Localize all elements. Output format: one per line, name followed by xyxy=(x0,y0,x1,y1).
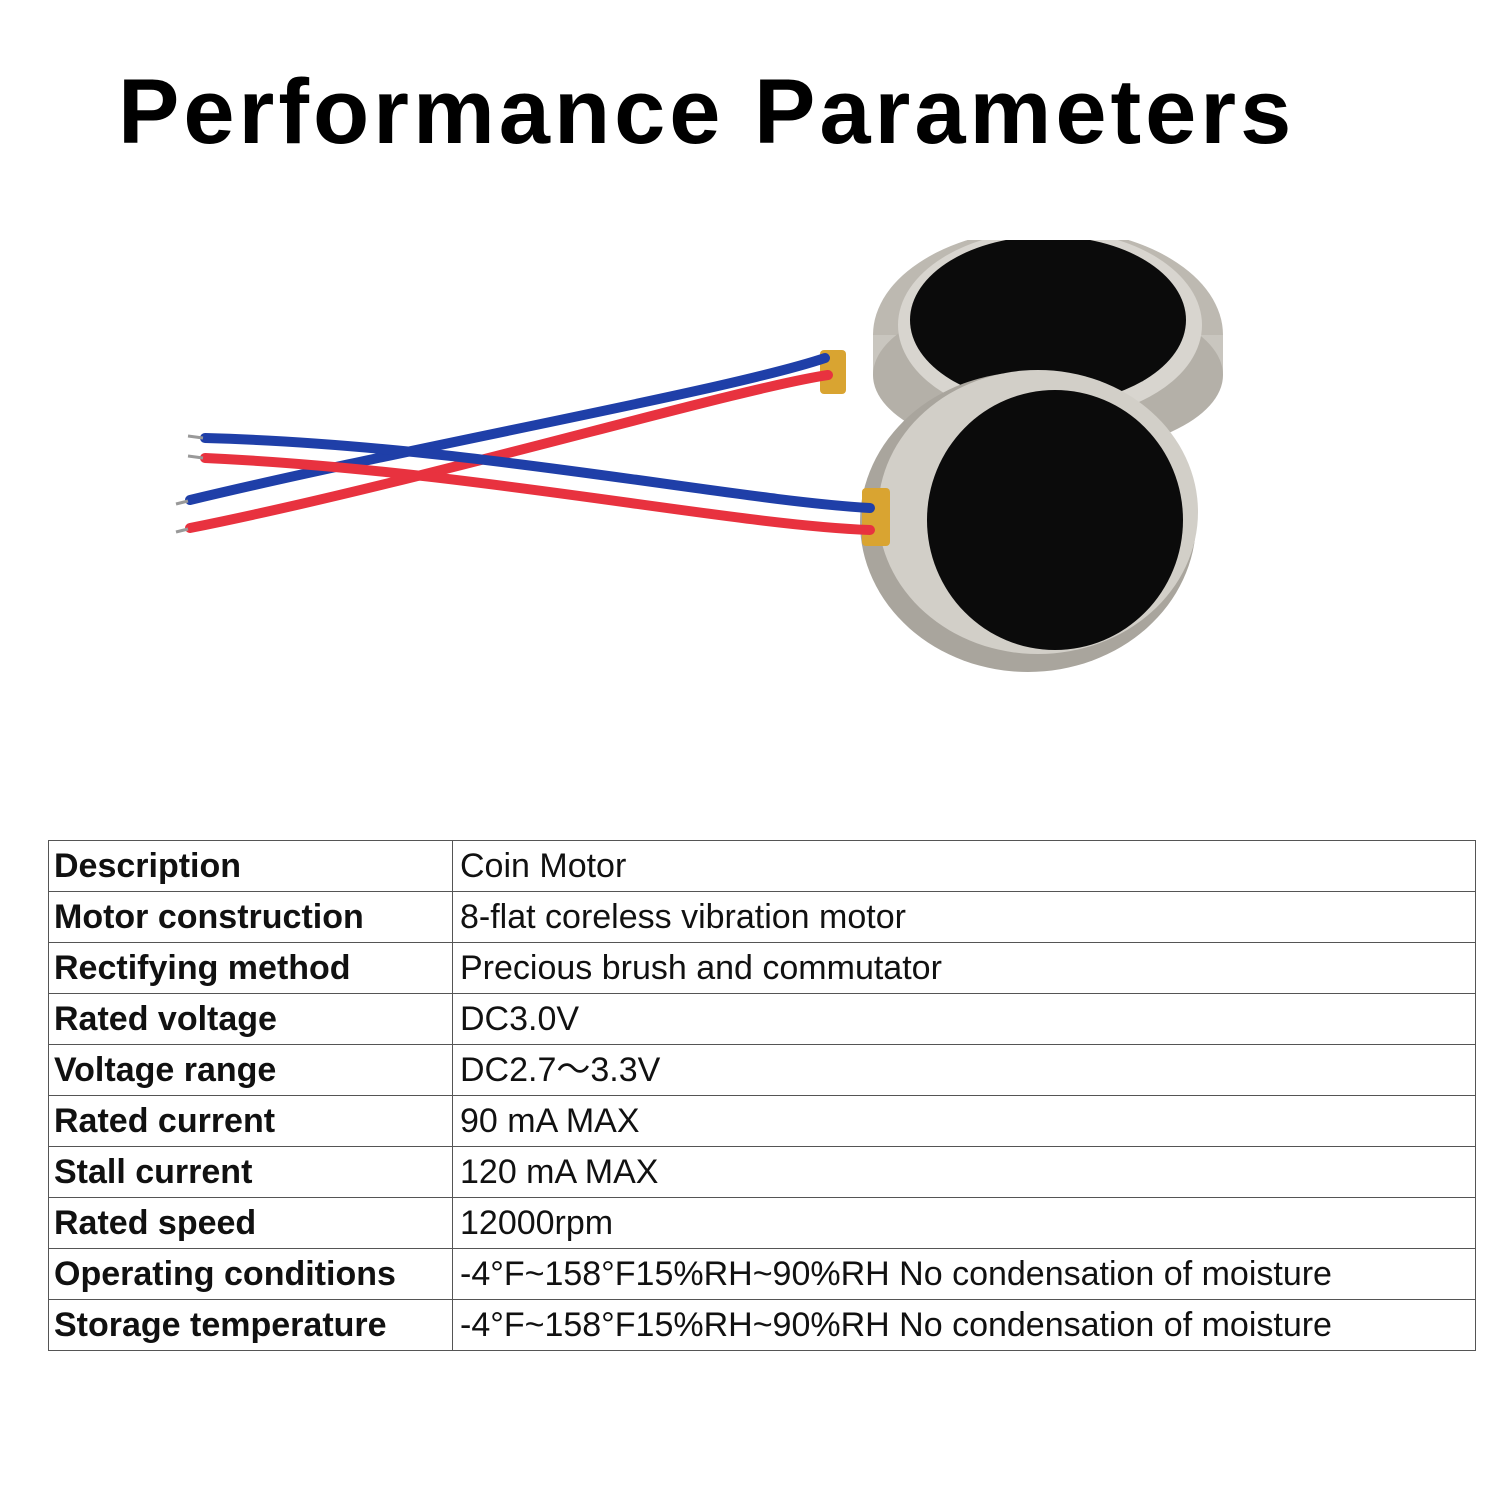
wire-blue-lower xyxy=(200,433,875,513)
table-row: Storage temperature -4°F~158°F15%RH~90%R… xyxy=(48,1299,1476,1351)
row-label: Operating conditions xyxy=(48,1248,453,1300)
row-value: 120 mA MAX xyxy=(452,1146,1476,1198)
row-label: Storage temperature xyxy=(48,1299,453,1351)
wire-red-upper xyxy=(185,370,833,533)
row-label: Rated speed xyxy=(48,1197,453,1249)
row-value: 90 mA MAX xyxy=(452,1095,1476,1147)
table-row: Stall current 120 mA MAX xyxy=(48,1146,1476,1198)
row-value: -4°F~158°F15%RH~90%RH No condensation of… xyxy=(452,1299,1476,1351)
table-row: Motor construction 8-flat coreless vibra… xyxy=(48,891,1476,943)
table-row: Description Coin Motor xyxy=(48,840,1476,892)
wire-red-lower xyxy=(200,453,875,535)
table-row: Rated speed 12000rpm xyxy=(48,1197,1476,1249)
motor-lower xyxy=(860,370,1198,672)
row-label: Voltage range xyxy=(48,1044,453,1096)
row-label: Motor construction xyxy=(48,891,453,943)
spec-table: Description Coin Motor Motor constructio… xyxy=(48,840,1476,1351)
row-label: Stall current xyxy=(48,1146,453,1198)
wire-blue-upper xyxy=(185,353,830,505)
table-row: Rated voltage DC3.0V xyxy=(48,993,1476,1045)
row-value: DC2.7～3.3V xyxy=(452,1044,1476,1096)
coin-motor-product-image xyxy=(175,240,1223,672)
row-label: Description xyxy=(48,840,453,892)
solder-tab-lower xyxy=(862,488,890,546)
row-label: Rated voltage xyxy=(48,993,453,1045)
row-value: Precious brush and commutator xyxy=(452,942,1476,994)
table-row: Rectifying method Precious brush and com… xyxy=(48,942,1476,994)
table-row: Voltage range DC2.7～3.3V xyxy=(48,1044,1476,1096)
row-label: Rectifying method xyxy=(48,942,453,994)
row-value: Coin Motor xyxy=(452,840,1476,892)
row-value: 8-flat coreless vibration motor xyxy=(452,891,1476,943)
table-row: Rated current 90 mA MAX xyxy=(48,1095,1476,1147)
row-value: DC3.0V xyxy=(452,993,1476,1045)
table-row: Operating conditions -4°F~158°F15%RH~90%… xyxy=(48,1248,1476,1300)
row-value: -4°F~158°F15%RH~90%RH No condensation of… xyxy=(452,1248,1476,1300)
row-label: Rated current xyxy=(48,1095,453,1147)
row-value: 12000rpm xyxy=(452,1197,1476,1249)
page-title: Performance Parameters xyxy=(118,61,1296,163)
